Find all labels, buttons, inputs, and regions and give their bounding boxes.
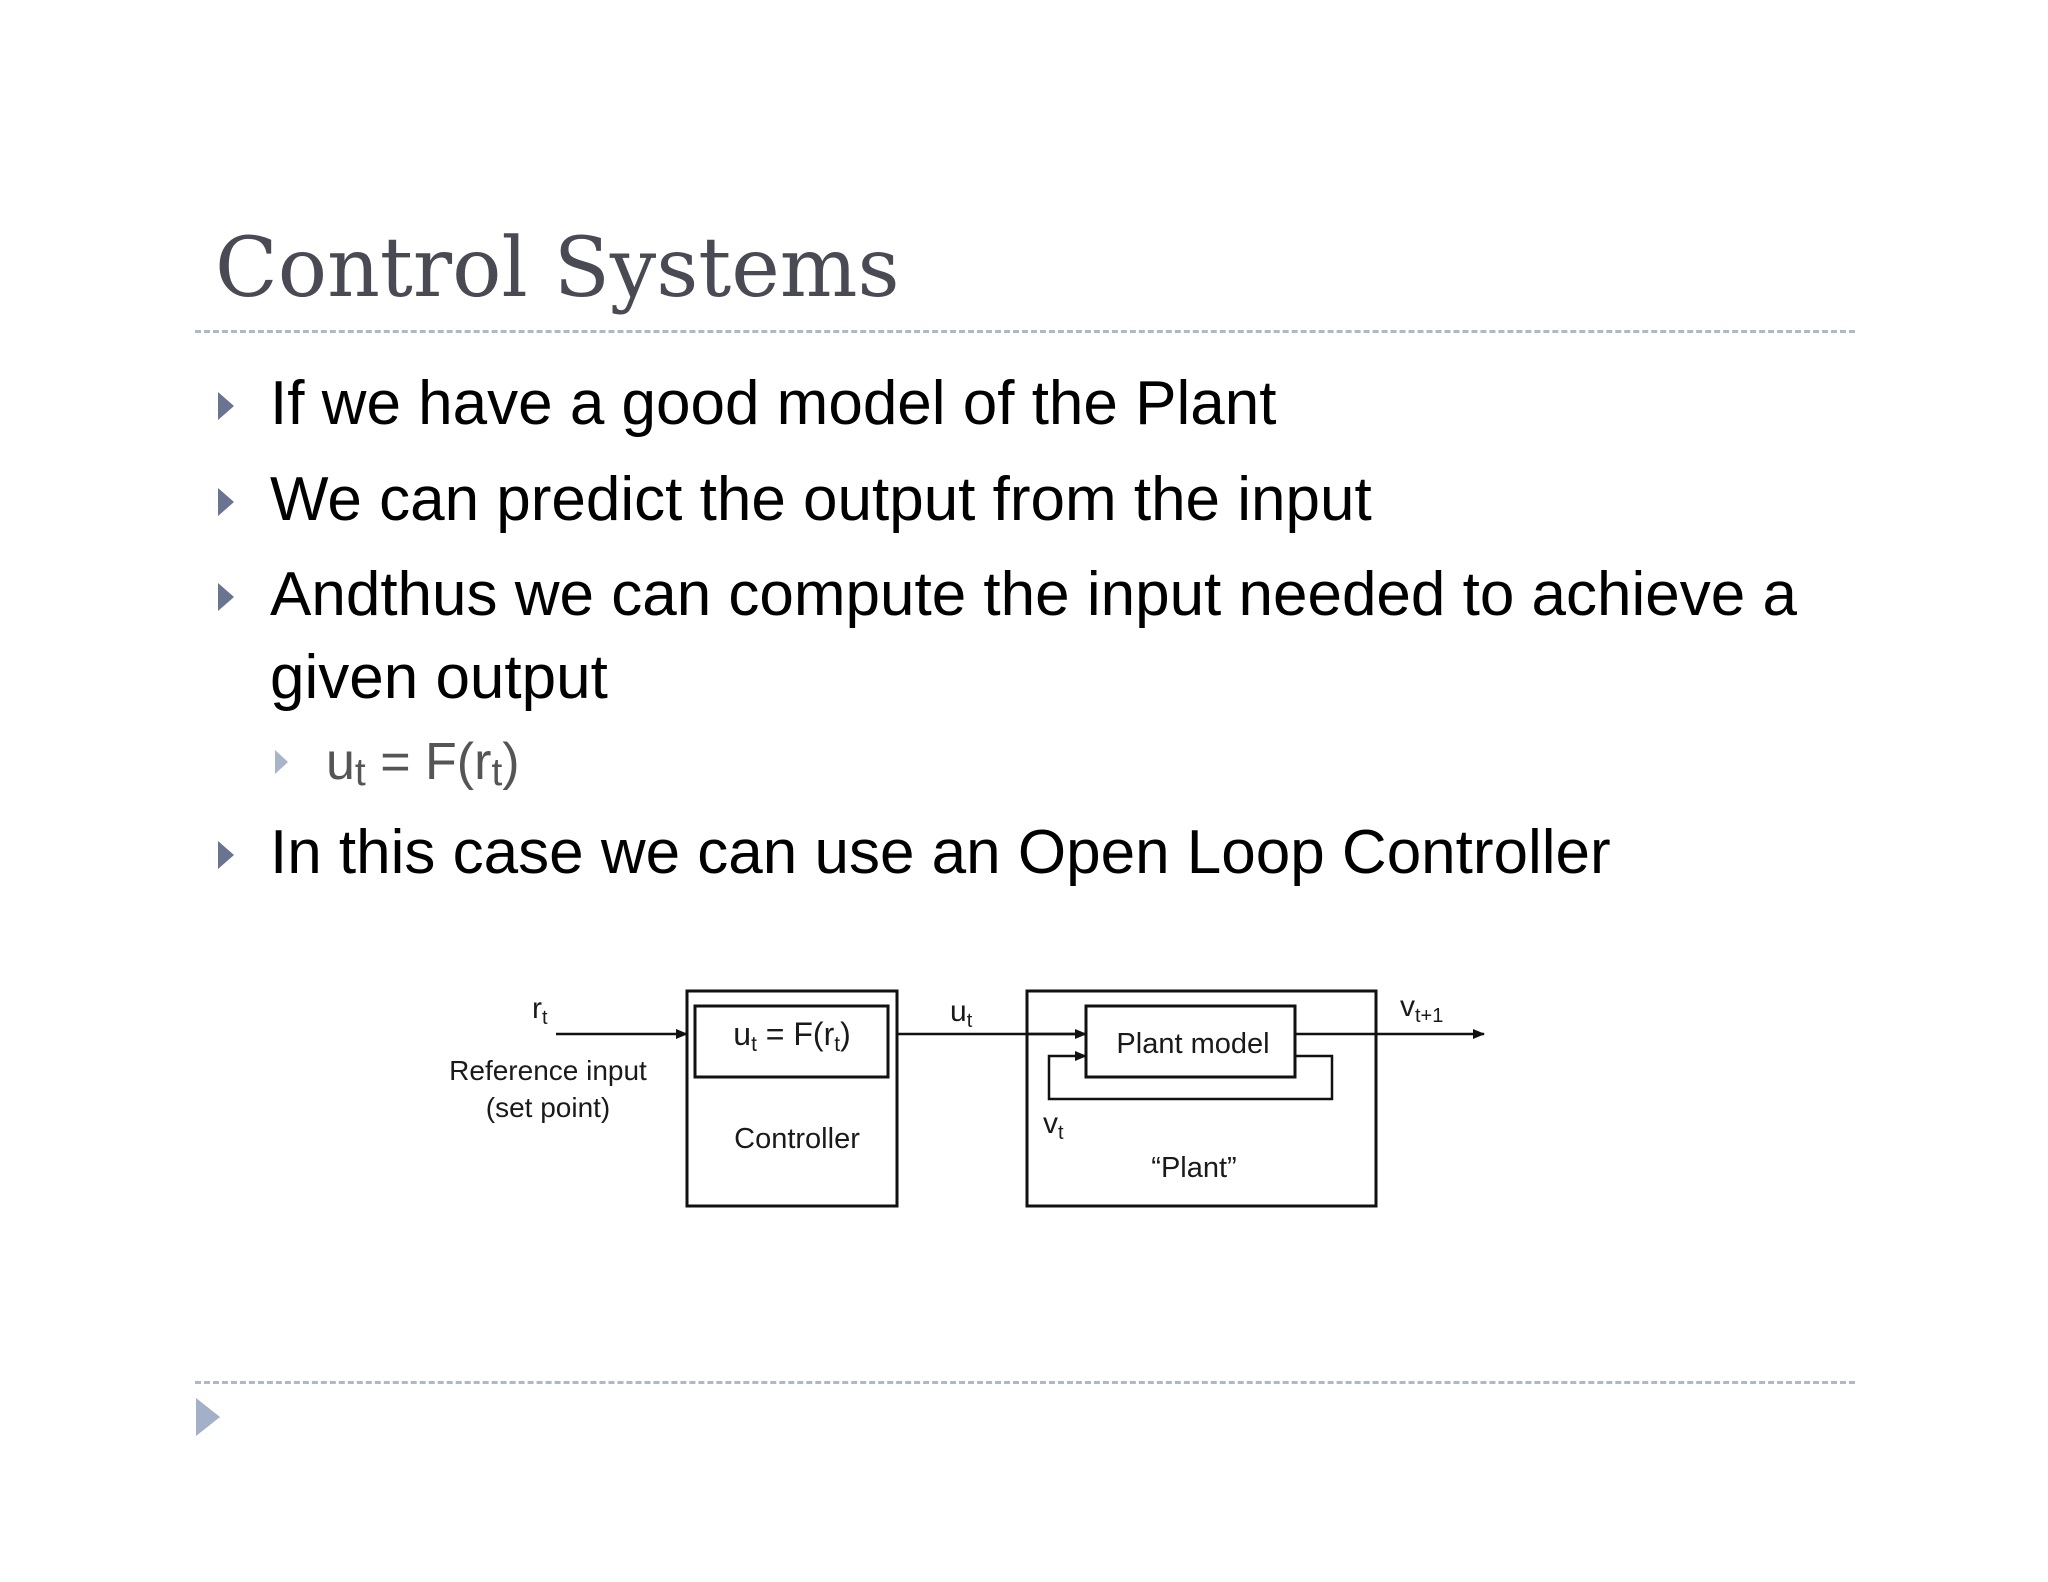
title-divider — [195, 330, 1855, 333]
controller-formula: ut = F(rt) — [733, 1016, 850, 1056]
controller-box — [685, 989, 899, 1208]
controller-label: Controller — [734, 1123, 860, 1155]
sub-bullet-arrow-icon — [275, 750, 288, 774]
formula-mid: = F(r — [365, 733, 492, 791]
footer-divider — [195, 1381, 1855, 1384]
bullet-text: Andthus we can compute the input needed … — [270, 560, 1797, 629]
bullet-text: If we have a good model of the Plant — [270, 369, 1277, 438]
plant-model-box — [1084, 1004, 1297, 1079]
plant-feedback-loop — [1047, 1051, 1334, 1101]
plant-state-label: vt — [1043, 1107, 1064, 1144]
bullet-item: In this case we can use an Open Loop Con… — [218, 817, 1611, 888]
set-point-label: (set point) — [486, 1092, 611, 1123]
control-signal-label: ut — [950, 995, 973, 1032]
formula-sub: t — [354, 750, 366, 794]
footer-arrow-icon — [196, 1398, 220, 1436]
output-label: vt+1 — [1400, 990, 1443, 1027]
reference-r-label: rt — [532, 992, 548, 1029]
bullet-arrow-icon — [218, 841, 234, 869]
plant-label: “Plant” — [1151, 1152, 1236, 1184]
sub-bullet-item: ut = F(rt) — [275, 732, 520, 794]
bullet-text: In this case we can use an Open Loop Con… — [270, 818, 1611, 887]
bullet-item: We can predict the output from the input — [218, 464, 1372, 535]
slide-title: Control Systems — [215, 221, 900, 316]
bullet-text: We can predict the output from the input — [270, 465, 1372, 534]
bullet-arrow-icon — [218, 392, 234, 420]
formula-u: u — [326, 733, 355, 791]
bullet-item: Andthus we can compute the input needed … — [218, 559, 1797, 630]
bullet-arrow-icon — [218, 583, 234, 611]
bullet-text-continuation: given output — [270, 643, 608, 712]
formula-end: ) — [502, 733, 520, 791]
sub-bullet-formula: ut = F(rt) — [326, 732, 520, 794]
bullet-arrow-icon — [218, 488, 234, 516]
reference-input-label: Reference input — [449, 1055, 647, 1086]
formula-sub: t — [491, 750, 503, 794]
controller-formula-box — [693, 1004, 890, 1079]
bullet-item: If we have a good model of the Plant — [218, 368, 1276, 439]
plant-model-label: Plant model — [1116, 1028, 1269, 1060]
plant-box — [1025, 989, 1378, 1208]
